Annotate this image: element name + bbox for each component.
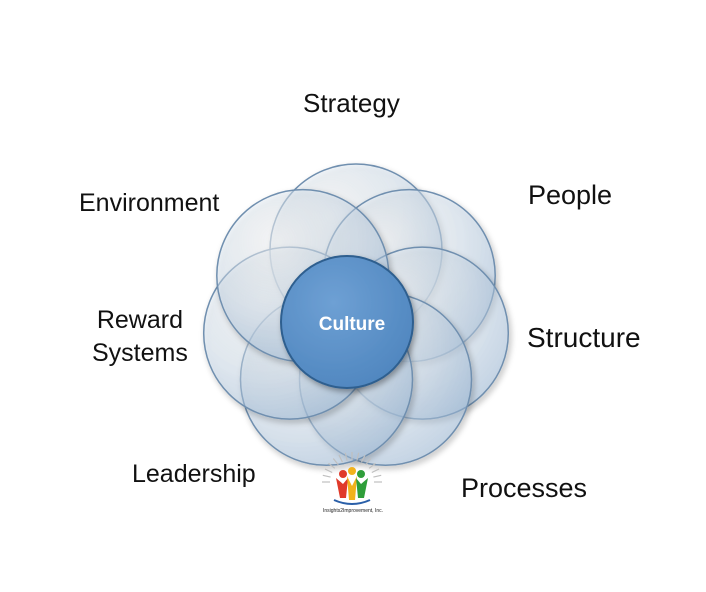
label-strategy: Strategy [303, 88, 400, 118]
label-reward-systems: Reward Systems [92, 304, 188, 370]
label-reward-line1: Reward [96, 306, 183, 334]
sun-rays-icon [322, 452, 382, 483]
label-people: People [528, 180, 613, 210]
label-structure: Structure [527, 322, 641, 353]
label-leadership: Leadership [132, 460, 256, 488]
label-environment: Environment [79, 189, 220, 217]
label-reward-line2: Systems [92, 339, 188, 367]
culture-label: Culture [319, 314, 386, 335]
company-logo [322, 452, 382, 505]
culture-circle [280, 255, 414, 389]
logo-caption: Insights2Improvement, Inc. [322, 508, 384, 514]
label-processes: Processes [461, 473, 588, 503]
